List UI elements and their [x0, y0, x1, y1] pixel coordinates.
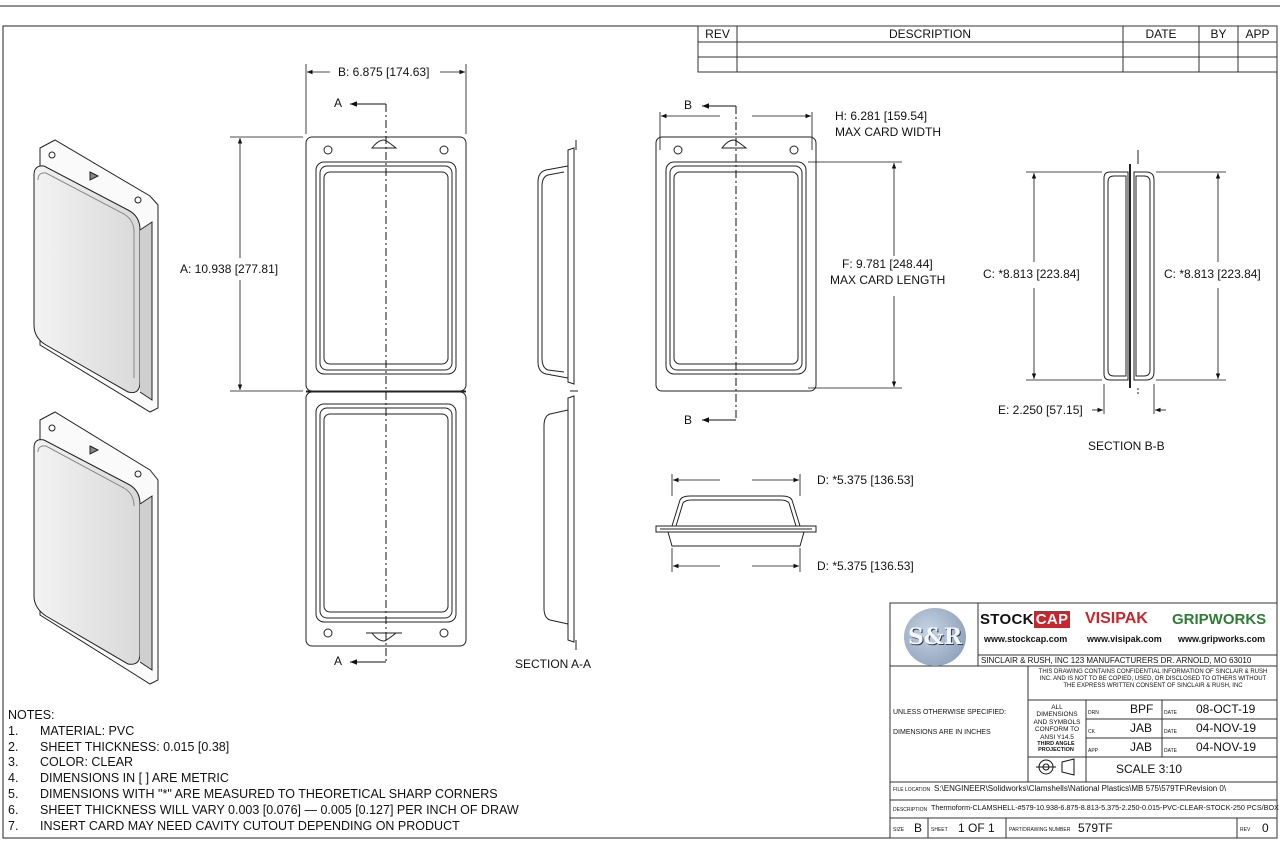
sheet-border [0, 5, 1280, 839]
sheet-label: SHEET [931, 827, 948, 833]
section-marker-b-bottom: B [684, 413, 693, 427]
dim-c-right-label: C: *8.813 [223.84] [1164, 267, 1261, 281]
ck-label: CK [1088, 729, 1095, 735]
drn-label: DRN [1088, 710, 1099, 716]
gripworks-logo: GRIPWORKS [1172, 611, 1267, 628]
title-block-grid [889, 602, 1278, 839]
note-item: 7.INSERT CARD MAY NEED CAVITY CUTOUT DEP… [8, 818, 460, 833]
dim-c-left [1026, 171, 1102, 381]
checked-date: 04-NOV-19 [1196, 721, 1257, 735]
drn-date-label: DATE [1164, 710, 1177, 716]
rev-header: REV [705, 27, 730, 41]
note-item: 5.DIMENSIONS WITH "*" ARE MEASURED TO TH… [8, 786, 498, 801]
note-item: 2.SHEET THICKNESS: 0.015 [0.38] [8, 739, 230, 754]
by-header: BY [1210, 27, 1227, 41]
section-aa-view [537, 140, 578, 650]
part-number: 579TF [1078, 821, 1113, 835]
dim-h-note: MAX CARD WIDTH [835, 125, 941, 139]
iso-view-top [33, 139, 159, 413]
dim-b-label: B: 6.875 [174.63] [338, 65, 430, 79]
description-header: DESCRIPTION [888, 27, 971, 41]
dim-e-label: E: 2.250 [57.15] [998, 403, 1083, 417]
dim-f [808, 161, 902, 389]
stockcap-url[interactable]: www.stockcap.com [984, 634, 1068, 644]
description-label: DESCRIPTION [893, 807, 928, 813]
app-label: APP [1088, 748, 1099, 754]
approved-by: JAB [1130, 740, 1153, 754]
file-location: S:\ENGINEER\Solidworks\Clamshells\Nation… [934, 784, 1227, 793]
notes-title: NOTES: [8, 708, 55, 722]
file-location-label: FILE LOCATION [893, 787, 931, 793]
ck-date-label: DATE [1164, 729, 1177, 735]
dim-e [1092, 384, 1166, 414]
app-date-label: DATE [1164, 748, 1177, 754]
rev-label: REV [1240, 827, 1251, 833]
checked-by: JAB [1130, 721, 1153, 735]
size-value: B [914, 821, 923, 835]
company-line: SINCLAIR & RUSH, INC 123 MANUFACTURERS D… [981, 656, 1252, 665]
dim-d-bottom-label: D: *5.375 [136.53] [817, 559, 914, 573]
section-marker-a-bottom: A [334, 654, 343, 668]
sheet-value: 1 OF 1 [958, 821, 995, 835]
note-item: 1.MATERIAL: PVC [8, 723, 135, 738]
section-marker-a-top: A [334, 96, 343, 110]
sr-logo: S&R [904, 608, 966, 666]
date-header: DATE [1145, 27, 1177, 41]
section-aa-label: SECTION A-A [515, 657, 592, 671]
note-item: 6.SHEET THICKNESS WILL VARY 0.003 [0.076… [8, 802, 519, 817]
section-marker-b-top: B [684, 98, 693, 112]
notes-block: NOTES: 1.MATERIAL: PVC 2.SHEET THICKNESS… [8, 708, 519, 834]
scale-label: SCALE 3:10 [1116, 762, 1183, 776]
unless-specified: UNLESS OTHERWISE SPECIFIED: [893, 709, 1007, 716]
visipak-logo: VISIPAK [1085, 610, 1148, 627]
dim-d-top [671, 474, 801, 496]
app-header: APP [1245, 27, 1270, 41]
dim-h-label: H: 6.281 [159.54] [835, 109, 928, 123]
dim-a-label: A: 10.938 [277.81] [180, 262, 279, 276]
visipak-url[interactable]: www.visipak.com [1087, 634, 1162, 644]
dim-b [305, 64, 467, 134]
profile-view [655, 495, 817, 547]
note-item: 3.COLOR: CLEAR [8, 755, 134, 770]
section-bb-label: SECTION B-B [1088, 439, 1165, 453]
dim-a [230, 136, 303, 392]
confidential-notice: THIS DRAWING CONTAINS CONFIDENTIAL INFOR… [1038, 669, 1268, 689]
gripworks-url[interactable]: www.gripworks.com [1178, 634, 1266, 644]
projection-label: THIRD ANGLE PROJECTION [1037, 741, 1075, 754]
dim-h [659, 112, 813, 150]
ansi-note: ALL DIMENSIONS AND SYMBOLS CONFORM TO AN… [1033, 704, 1081, 741]
size-label: SIZE [893, 827, 905, 833]
rev-value: 0 [1262, 821, 1269, 835]
iso-view-bottom [33, 411, 159, 685]
drawn-by: BPF [1130, 702, 1154, 716]
dim-c-right [1156, 171, 1226, 381]
dim-d-bottom [671, 548, 801, 572]
dims-in-inches: DIMENSIONS ARE IN INCHES [893, 729, 991, 736]
drawn-date: 08-OCT-19 [1196, 702, 1256, 716]
section-line-b [702, 103, 737, 423]
section-bb-view [1103, 150, 1155, 396]
part-label: PART/DRAWING NUMBER [1009, 827, 1071, 833]
dim-c-left-label: C: *8.813 [223.84] [983, 267, 1080, 281]
third-angle-projection-icon [1036, 758, 1075, 776]
approved-date: 04-NOV-19 [1196, 740, 1257, 754]
description-value: Thermoform-CLAMSHELL-#579-10.938-6.875-8… [931, 803, 1279, 812]
section-line-a [350, 101, 387, 665]
note-item: 4.DIMENSIONS IN [ ] ARE METRIC [8, 771, 229, 786]
revision-table [697, 25, 1278, 73]
dim-f-note: MAX CARD LENGTH [830, 273, 946, 287]
dim-f-label: F: 9.781 [248.44] [842, 257, 933, 271]
dim-d-top-label: D: *5.375 [136.53] [817, 473, 914, 487]
